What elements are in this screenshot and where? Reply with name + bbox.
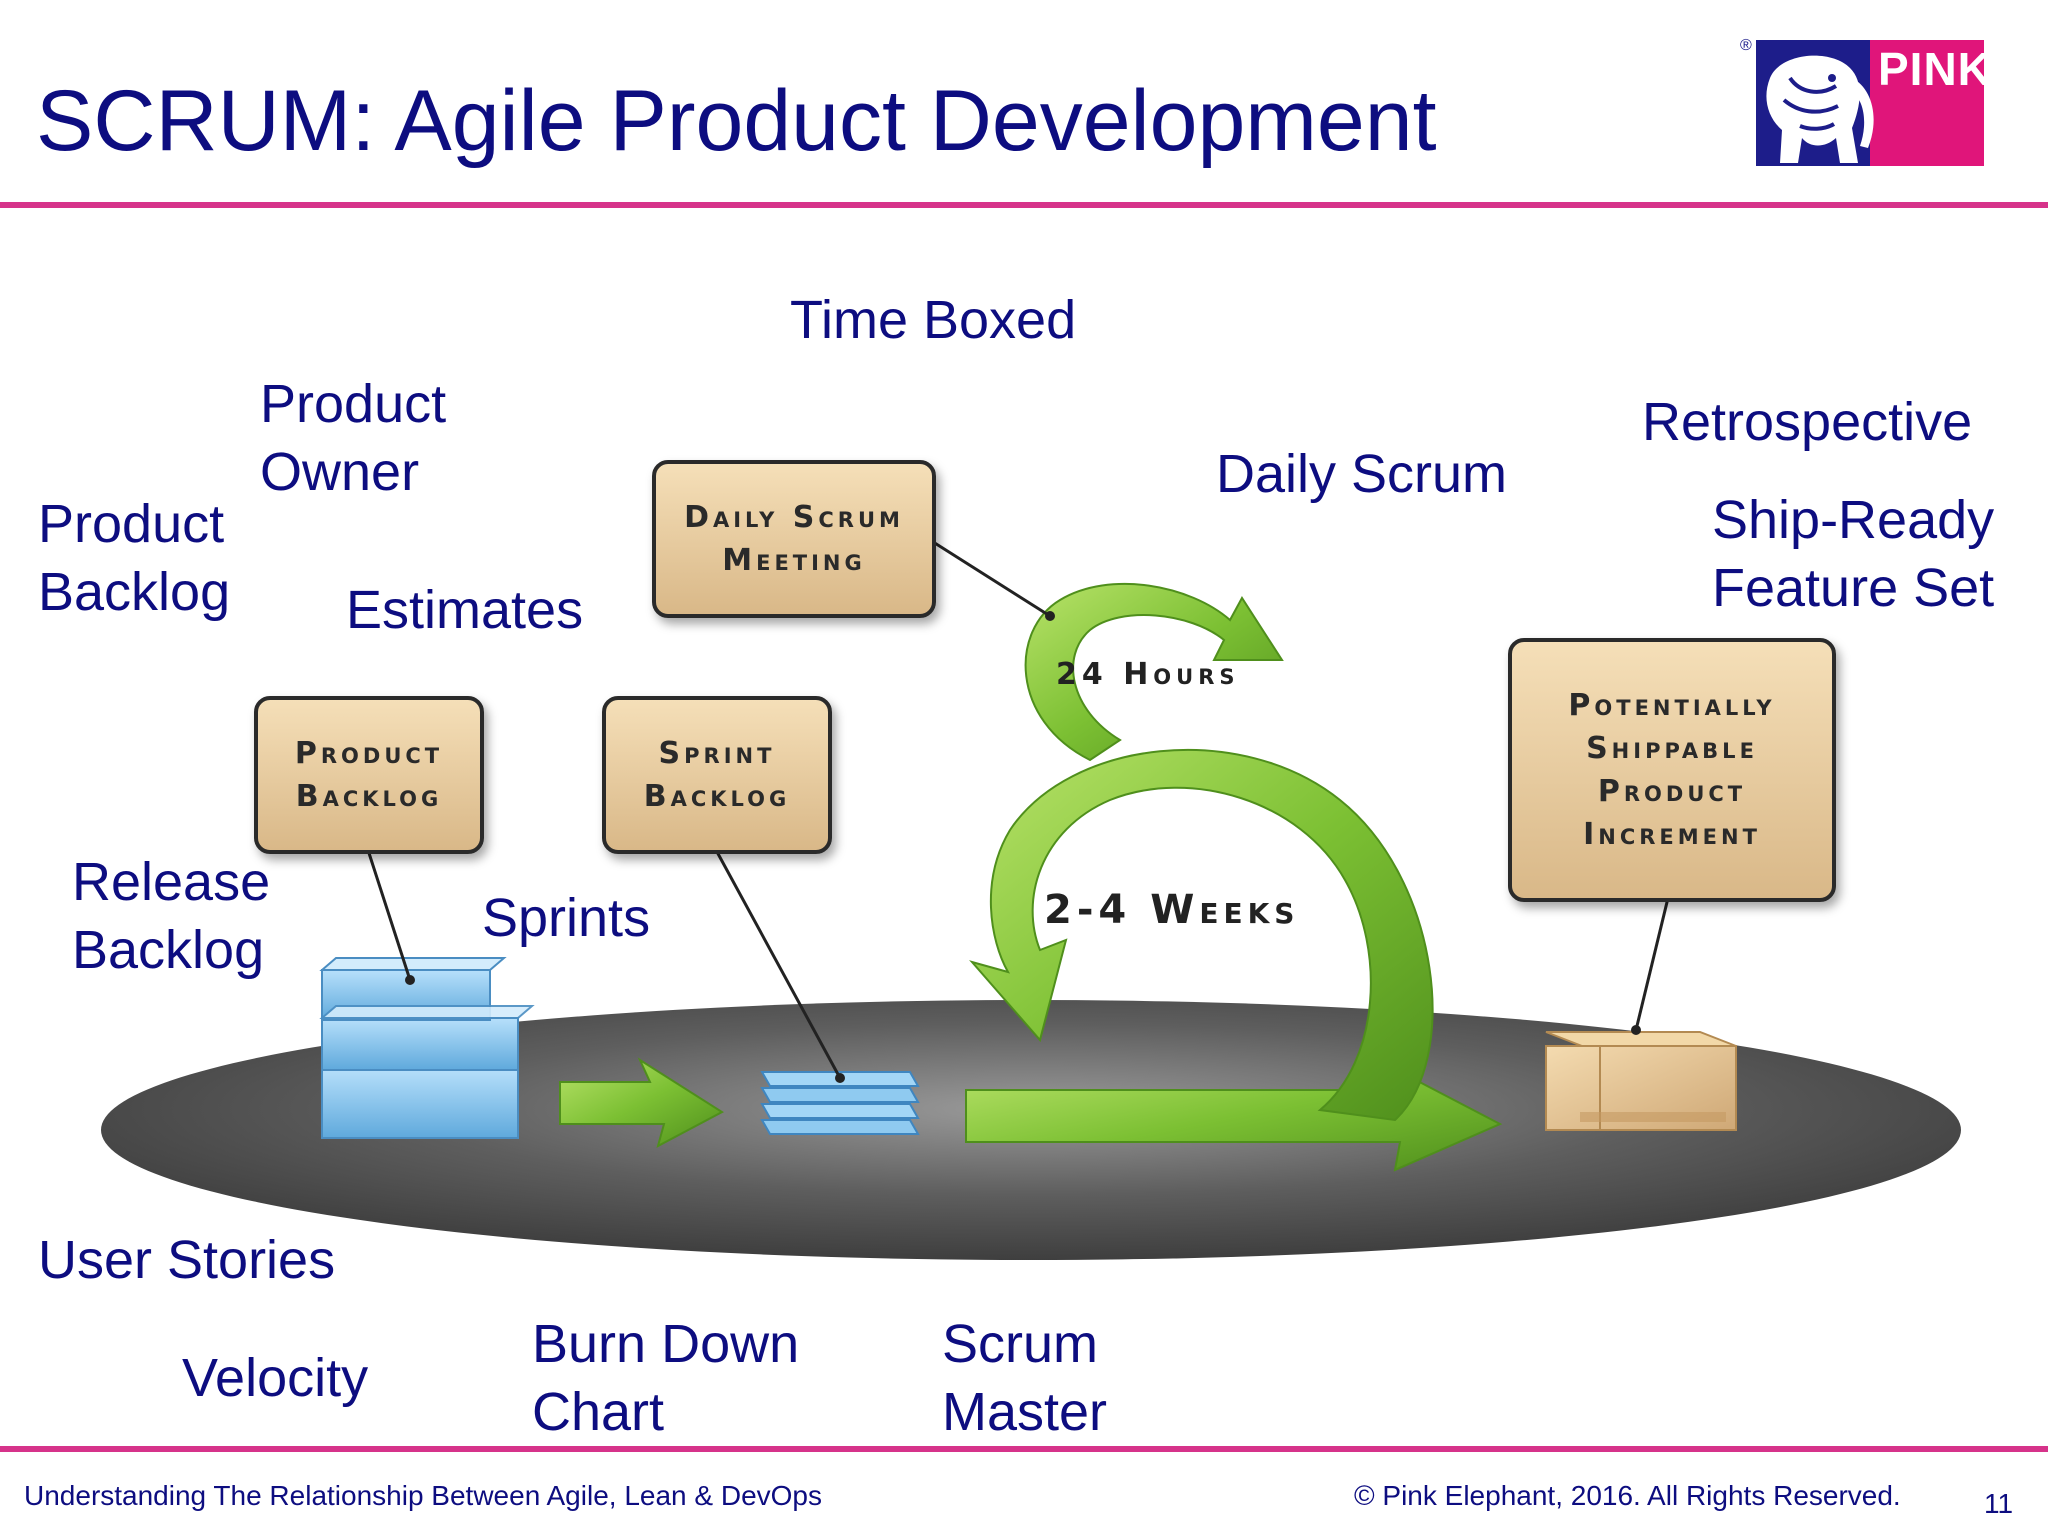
box-line: Daily Scrum xyxy=(684,500,904,535)
label-line: Backlog xyxy=(72,920,265,980)
box-line: Sprint xyxy=(658,736,776,771)
label-line: Feature Set xyxy=(1712,558,1995,618)
label-line: Release xyxy=(72,852,271,912)
backlog-cubes xyxy=(319,957,535,1139)
connector-product-backlog xyxy=(366,849,412,981)
label-velocity: Velocity xyxy=(182,1348,369,1408)
connector-sprint-backlog xyxy=(714,849,842,1079)
label-line: Master xyxy=(942,1382,1108,1442)
footer-copyright: © Pink Elephant, 2016. All Rights Reserv… xyxy=(1354,1480,1901,1511)
label-line: Product xyxy=(38,494,225,554)
box-line: Product xyxy=(294,736,444,771)
label-line: Ship-Ready xyxy=(1712,490,1995,550)
box-line: Meeting xyxy=(722,543,866,578)
label-sprints: Sprints xyxy=(482,888,651,948)
box-line: Backlog xyxy=(643,779,791,814)
label-daily-scrum: Daily Scrum xyxy=(1216,444,1508,504)
label-retrospective: Retrospective xyxy=(1642,392,1973,452)
label-line: Product xyxy=(260,374,447,434)
footer-left-text: Understanding The Relationship Between A… xyxy=(24,1480,822,1511)
label-ship-ready: Ship-Ready Feature Set xyxy=(1712,486,1994,622)
label-line: Scrum xyxy=(942,1314,1099,1374)
flow-arrow-1 xyxy=(559,1057,724,1148)
label-burn-down-chart: Burn Down Chart xyxy=(532,1310,799,1446)
box-line: Product xyxy=(1597,774,1747,809)
label-release-backlog: Release Backlog xyxy=(72,848,270,984)
daily-scrum-meeting-box: Daily Scrum Meeting xyxy=(652,460,936,618)
footer-divider xyxy=(0,1446,2048,1452)
box-line: Backlog xyxy=(295,779,443,814)
pink-elephant-logo: PINK ® xyxy=(1740,37,1991,168)
daily-loop-arrow xyxy=(1024,582,1284,762)
label-product-owner: Product Owner xyxy=(260,370,446,506)
potentially-shippable-increment-box: Potentially Shippable Product Increment xyxy=(1508,638,1836,902)
sprint-backlog-box: Sprint Backlog xyxy=(602,696,832,854)
logo-text: PINK xyxy=(1878,43,1992,95)
label-user-stories: User Stories xyxy=(38,1230,336,1290)
label-line: Backlog xyxy=(38,562,231,622)
connector-daily-meeting xyxy=(929,538,1051,618)
label-line: Chart xyxy=(532,1382,665,1442)
label-time-boxed: Time Boxed xyxy=(790,290,1077,350)
label-scrum-master: Scrum Master xyxy=(942,1310,1107,1446)
weeks-label: 2-4 Weeks xyxy=(1044,887,1300,933)
product-backlog-box: Product Backlog xyxy=(254,696,484,854)
box-line: Increment xyxy=(1583,817,1761,852)
page-title: SCRUM: Agile Product Development xyxy=(36,73,1437,169)
label-estimates: Estimates xyxy=(346,580,584,640)
shippable-box xyxy=(1545,1031,1737,1131)
hours-label: 24 Hours xyxy=(1056,657,1240,692)
box-line: Shippable xyxy=(1586,731,1758,766)
box-line: Potentially xyxy=(1568,688,1776,723)
sprint-loop-arrow xyxy=(969,748,1434,1122)
page-number: 11 xyxy=(1984,1488,2014,1519)
registered-mark: ® xyxy=(1740,37,1752,54)
connector-increment xyxy=(1634,897,1670,1031)
label-line: Burn Down xyxy=(532,1314,800,1374)
header-divider xyxy=(0,202,2048,208)
label-product-backlog: Product Backlog xyxy=(38,490,230,626)
label-line: Owner xyxy=(260,442,420,502)
sprint-backlog-sheets xyxy=(760,1071,920,1135)
